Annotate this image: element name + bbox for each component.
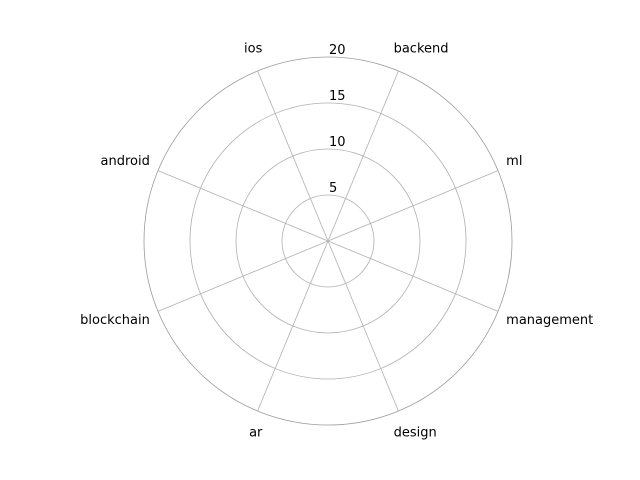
category-label-blockchain: blockchain (80, 313, 150, 328)
spoke-management (327, 240, 499, 312)
grid-ring-20 (143, 56, 513, 426)
category-label-ar: ar (249, 426, 263, 441)
r-tick-label-20: 20 (329, 43, 346, 58)
category-label-layer: backend ml management design ar blockchain and… (80, 41, 593, 440)
grid-ring-5 (281, 194, 375, 288)
grid-ring-10 (235, 148, 421, 334)
spoke-backend (327, 70, 399, 242)
spoke-ios (257, 70, 329, 242)
r-tick-label-10: 10 (329, 135, 346, 150)
category-label-design: design (394, 426, 437, 441)
category-label-ml: ml (506, 154, 522, 169)
r-tick-label-5: 5 (329, 181, 337, 196)
spoke-ar (257, 240, 329, 412)
grid-layer (143, 56, 513, 426)
category-label-ios: ios (244, 41, 263, 56)
category-label-backend: backend (394, 41, 449, 56)
spoke-blockchain (157, 240, 329, 312)
category-label-management: management (506, 313, 593, 328)
category-label-android: android (100, 154, 149, 169)
tick-label-layer: 5 10 15 20 (329, 43, 346, 196)
spoke-ml (327, 170, 499, 242)
spoke-layer (157, 70, 499, 412)
spoke-design (327, 240, 399, 412)
grid-ring-15 (189, 102, 467, 380)
r-tick-label-15: 15 (329, 89, 346, 104)
spoke-android (157, 170, 329, 242)
